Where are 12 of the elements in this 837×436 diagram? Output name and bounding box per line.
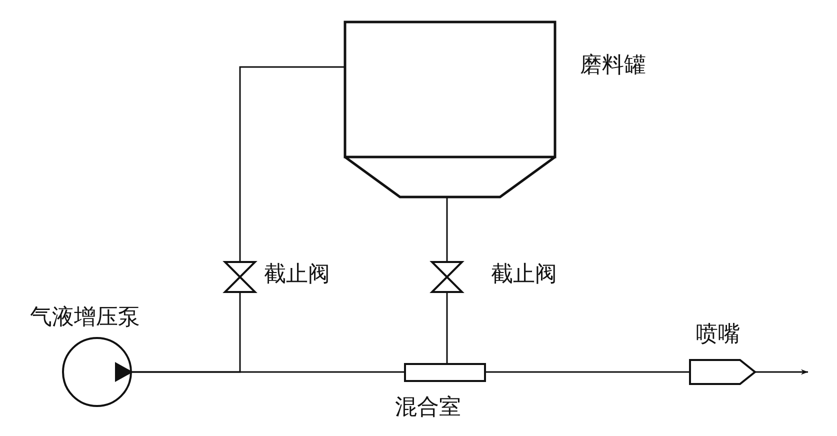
arrow <box>755 369 808 375</box>
pipe-line <box>131 371 406 373</box>
pipe-line <box>485 371 691 373</box>
equipment-label: 磨料罐 <box>580 53 646 79</box>
equipment-label: 喷嘴 <box>696 322 740 348</box>
pipe-line <box>239 66 345 262</box>
equipment-label: 气液增压泵 <box>30 305 140 331</box>
pipe-line <box>446 292 448 365</box>
pipe-line <box>446 197 448 263</box>
equipment-label: 截止阀 <box>491 262 557 288</box>
equipment-label: 混合室 <box>395 395 461 421</box>
equipment-label: 截止阀 <box>264 262 330 288</box>
